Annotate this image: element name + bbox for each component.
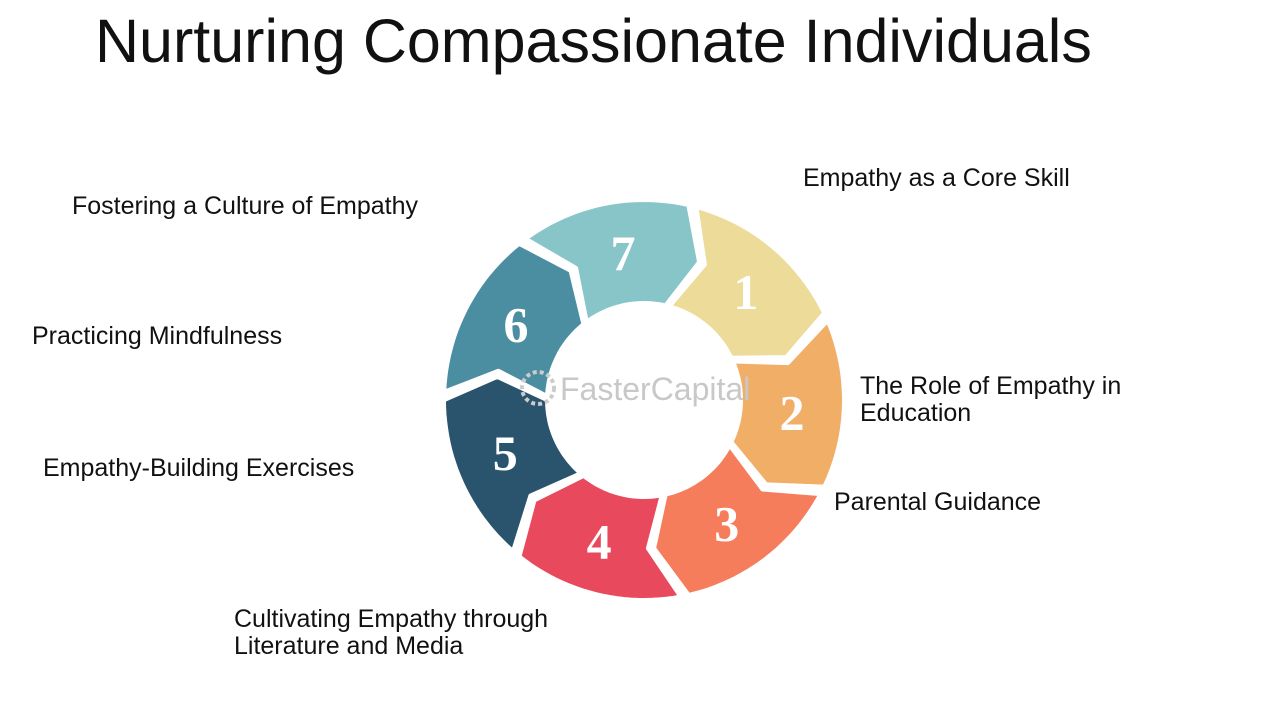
- cycle-segment-6: [442, 241, 586, 398]
- step-number-6: 6: [504, 297, 529, 353]
- step-number-2: 2: [780, 384, 805, 440]
- step-number-1: 1: [733, 264, 758, 320]
- page-title: Nurturing Compassionate Individuals: [95, 7, 1092, 75]
- step-label-1: Empathy as a Core Skill: [803, 164, 1070, 192]
- step-number-4: 4: [587, 514, 612, 570]
- cycle-segment-3: [652, 443, 823, 597]
- cycle-segment-2: [729, 318, 846, 489]
- step-label-4: Cultivating Empathy through Literature a…: [234, 605, 549, 660]
- watermark-logo-icon: [520, 370, 556, 406]
- step-label-2: The Role of Empathy in Education: [860, 372, 1122, 427]
- step-label-5: Empathy-Building Exercises: [43, 454, 355, 482]
- watermark-text: FasterCapital: [560, 371, 750, 407]
- cycle-segment-7: [523, 198, 702, 324]
- step-label-6: Practicing Mindfulness: [32, 322, 283, 350]
- center-circle: [549, 305, 739, 495]
- step-number-3: 3: [714, 495, 739, 551]
- step-label-7: Fostering a Culture of Empathy: [72, 192, 418, 220]
- cycle-segment-4: [517, 473, 683, 602]
- step-label-3: Parental Guidance: [834, 488, 1042, 516]
- cycle-segment-1: [667, 205, 827, 360]
- step-number-5: 5: [493, 425, 518, 481]
- step-number-7: 7: [611, 225, 636, 281]
